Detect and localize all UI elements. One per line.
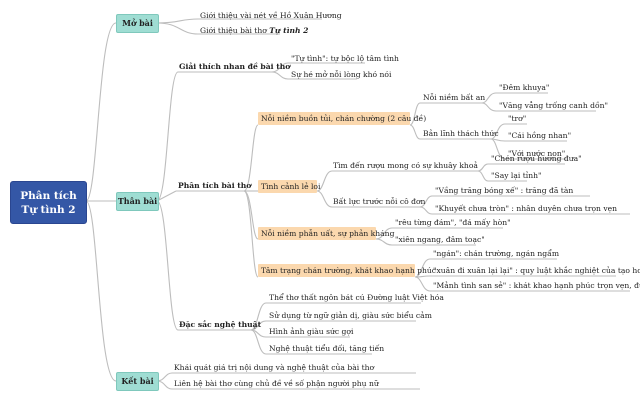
title-explanation-node[interactable]: Giải thích nhan đề bài thơ: [179, 62, 291, 71]
title-expl-item-2: Sự hé mở nỗi lòng khó nói: [291, 70, 392, 79]
root-node[interactable]: Phân tích Tự tình 2: [10, 181, 87, 224]
connector-ket-bai: [85, 200, 117, 382]
stanza-2-sub-1: Tìm đến rượu mong có sự khuây khoả: [333, 161, 478, 170]
stanza-1-sub-2-item-3: "Với nước non": [508, 149, 566, 158]
stanza-2-sub-2: Bất lực trước nỗi cô đơn: [333, 197, 426, 206]
stanza-1-sub-1: Nỗi niềm bất an: [423, 93, 486, 102]
root-title-line2: Tự tình 2: [21, 203, 76, 216]
stanza-3-item-2: "xiên ngang, đâm toạc": [395, 235, 485, 244]
stanza-1-sub-1-item-2: "Văng vẳng trống canh dồn": [499, 101, 609, 110]
stanza-4-item-1: "ngán": chán trường, ngán ngẩm: [433, 249, 560, 258]
mo-bai-item-1: Giới thiệu vài nét về Hồ Xuân Hương: [200, 11, 342, 20]
poem-analysis-node[interactable]: Phân tích bài thơ: [178, 181, 252, 190]
stanza-2-sub-2-item-2: "Khuyết chưa tròn" : nhân duyên chưa trọ…: [435, 204, 618, 213]
stanza-4-item-3: "Mảnh tình san sẻ" : khát khao hạnh phúc…: [433, 281, 640, 290]
mo-bai-item-2-text: Giới thiệu bài thơ: [200, 26, 270, 35]
stanza-4-item-2: "xuân đi xuân lại lại" : quy luật khắc n…: [433, 266, 640, 275]
art-item-3: Hình ảnh giàu sức gợi: [269, 327, 354, 336]
art-item-4: Nghệ thuật tiểu đối, tăng tiến: [269, 344, 385, 353]
stanza-3-item-1: "rêu từng đám", "đá mấy hòn": [395, 218, 511, 227]
stanza-1-sub-2-item-1: "trơ": [508, 114, 527, 123]
title-expl-item-1: "Tự tình": tự bộc lộ tâm tình: [291, 54, 399, 63]
stanza-1-sub-2-item-2: "Cái hồng nhan": [508, 131, 572, 140]
connector-mo-bai: [85, 22, 117, 202]
art-item-1: Thể thơ thất ngôn bát cú Đường luật Việt…: [269, 293, 444, 302]
ket-bai-item-1: Khái quát giá trị nội dung và nghệ thuật…: [174, 363, 375, 372]
stanza-1-sub-1-item-1: "Đêm khuya": [499, 83, 550, 92]
stanza-2-sub-1-item-2: "Say lại tỉnh": [491, 171, 542, 180]
section-than-bai[interactable]: Thân bài: [116, 192, 159, 211]
mo-bai-item-2: Giới thiệu bài thơ Tự tình 2: [200, 26, 308, 36]
stanza-3-node[interactable]: Nỗi niềm phẫn uất, sự phản kháng: [258, 227, 394, 240]
section-mo-bai[interactable]: Mở bài: [116, 14, 159, 33]
stanza-2-node[interactable]: Tình cảnh lẻ loi: [258, 180, 320, 193]
root-title-line1: Phân tích: [20, 189, 77, 202]
ket-bai-item-2: Liên hệ bài thơ cùng chủ đề về số phận n…: [174, 379, 379, 388]
stanza-1-sub-2: Bản lĩnh thách thức: [423, 129, 499, 138]
poem-name: Tự tình 2: [269, 26, 309, 35]
stanza-1-node[interactable]: Nỗi niềm buồn tủi, chán chường (2 câu đề…: [258, 112, 426, 125]
stanza-2-sub-2-item-1: "Vầng trăng bóng xế" : trăng đã tàn: [435, 186, 574, 195]
art-features-node[interactable]: Đặc sắc nghệ thuật: [179, 320, 262, 329]
stanza-4-node[interactable]: Tâm trạng chán trường, khát khao hạnh ph…: [258, 264, 436, 277]
section-ket-bai[interactable]: Kết bài: [116, 372, 159, 391]
art-item-2: Sử dụng từ ngữ giản dị, giàu sức biểu cả…: [269, 311, 432, 320]
stanza-2-sub-1-item-1: "Chén rượu hương đưa": [491, 154, 582, 163]
